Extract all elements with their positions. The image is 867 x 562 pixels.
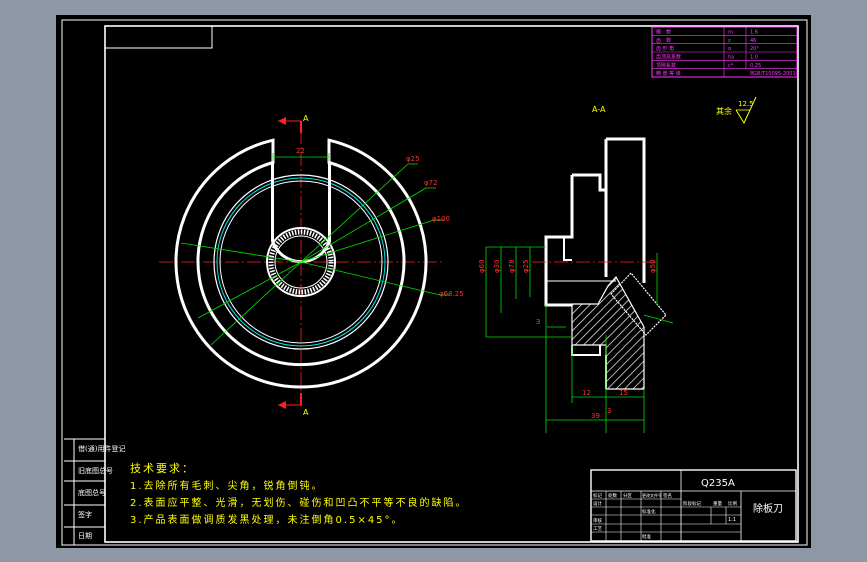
hub-outline [544,173,606,307]
stamp-2: 旧底图总号 [78,466,113,475]
param-cell-r1-c2: 46 [750,38,756,44]
pitch-circle [216,177,386,347]
cut-label-bottom: A [303,408,309,417]
title-block: Q235A 除板刀 标记 处数 分区 更改文件号 签名 设计 标准化 审核 工艺… [590,469,797,542]
front-view: φ25 φ72 φ100 φ68.25 22 A A [159,114,464,417]
role-3: 审核 [593,517,602,524]
dim-h12: 12 [582,389,591,397]
dim-h3b: 3 [607,407,611,415]
hdr-cell-5: 签名 [663,492,672,499]
hdr-cell-2: 处数 [608,492,617,499]
stamp-3: 底图总号 [78,488,106,497]
tech-item-3: 3.产品表面做调质发黑处理，未注倒角0.5×45°。 [130,513,404,526]
scale-value: 1:1 [728,517,736,523]
param-cell-r0-c2: 1.6 [750,30,758,36]
small-flange [546,236,572,261]
param-cell-r1-c1: z [728,38,731,44]
param-cell-r4-c0: 顶隙系数 [656,62,676,69]
tech-item-2: 2.表面应平整、光滑，无划伤、碰伤和凹凸不平等不良的缺陷。 [130,496,468,509]
left-stamp-column: 借(通)用件登记 旧底图总号 底图总号 签字 日期 [64,438,125,545]
inner-circle-1 [213,174,389,350]
param-cell-r5-c0: 精 度 等 级 [656,70,681,77]
dim-v-phi78: φ78 [508,259,516,273]
dim-phi25: φ25 [406,155,420,163]
dim-h39: 39 [591,412,600,420]
dim-v-phi25: φ25 [522,259,530,273]
stamp-4: 签字 [78,510,92,519]
section-label: A-A [592,105,606,114]
role-2: 标准化 [642,508,656,515]
inner-frame [104,25,799,543]
param-cell-r3-c1: ha [728,54,734,60]
hdr-cell-4: 更改文件号 [642,492,662,498]
dim-phi100: φ100 [432,215,450,223]
blade-outline [604,137,646,283]
bore-inner [274,235,328,289]
roughness-symbol-icon [735,96,757,125]
param-cell-r0-c1: m [728,30,733,36]
param-cell-r1-c0: 齿 数 [656,37,671,44]
param-cell-r0-c0: 模 数 [656,29,671,36]
tech-item-1: 1.去除所有毛刺、尖角，锐角倒钝。 [130,479,324,492]
dim-v-phi60: φ60 [478,259,486,273]
role-4: 工艺 [593,526,602,532]
bore-outer [266,227,336,297]
dim-phi68: φ68.25 [439,290,464,298]
param-cell-r5-c2: 8GB/T10095-2001 [750,71,796,77]
dim-phi72: φ72 [424,179,438,187]
role-1: 设计 [593,500,602,507]
tech-title: 技术要求： [130,462,195,475]
hdr-cell-3: 分区 [623,492,632,499]
dim-v-phi30: φ30 [493,259,501,273]
outer-ring-outline [174,138,428,389]
dim-v-phi50: φ50 [649,259,657,273]
roughness-note-label: 其余 [716,106,732,116]
param-cell-r2-c2: 20° [750,46,759,52]
drawing-sheet: 借(通)用件登记 旧底图总号 底图总号 签字 日期 模 数 m 1.6 齿 数 z 46 齿… [61,19,808,546]
weight-label: 重量 [713,500,722,507]
dim-h3a: 3 [536,318,540,326]
lower-boss [571,345,607,389]
section-view: φ60 φ30 φ78 φ25 φ50 12 15 3 3 39 [478,137,674,433]
stage-label: 阶段标记 [683,500,701,507]
param-cell-r4-c2: 0.25 [750,63,761,69]
param-cell-r3-c0: 齿顶高系数 [656,53,681,60]
param-cell-r2-c0: 齿 形 角 [656,45,674,52]
stamp-5: 日期 [78,532,92,540]
cut-label-top: A [303,114,309,123]
top-left-box [104,25,213,49]
outer-frame [61,19,808,546]
material-label: Q235A [701,478,735,489]
bore-teeth [268,229,334,295]
gear-parameter-table: 模 数 m 1.6 齿 数 z 46 齿 形 角 α 20° 齿顶高系数 ha 1.0 顶隙系数 c* 0.… [651,26,798,78]
dim-w22: 22 [296,147,305,155]
bevel-teeth [610,272,667,336]
technical-requirements: 技术要求： 1.去除所有毛刺、尖角，锐角倒钝。 2.表面应平整、光滑，无划伤、碰… [130,462,468,526]
hatched-section [571,275,645,390]
stamp-1: 借(通)用件登记 [78,444,125,453]
hdr-cell-1: 标记 [593,492,602,499]
roughness-value: 12.5 [738,100,754,108]
param-cell-r2-c1: α [728,46,732,52]
part-name: 除板刀 [753,502,783,515]
scale-label: 比例 [728,500,737,507]
role-5: 批准 [642,533,651,540]
dim-h15: 15 [619,389,628,397]
root-circle [219,180,383,344]
param-cell-r4-c1: c* [728,63,734,69]
param-cell-r3-c2: 1.0 [750,54,758,60]
cad-viewport[interactable]: 借(通)用件登记 旧底图总号 底图总号 签字 日期 模 数 m 1.6 齿 数 z 46 齿… [56,15,811,548]
